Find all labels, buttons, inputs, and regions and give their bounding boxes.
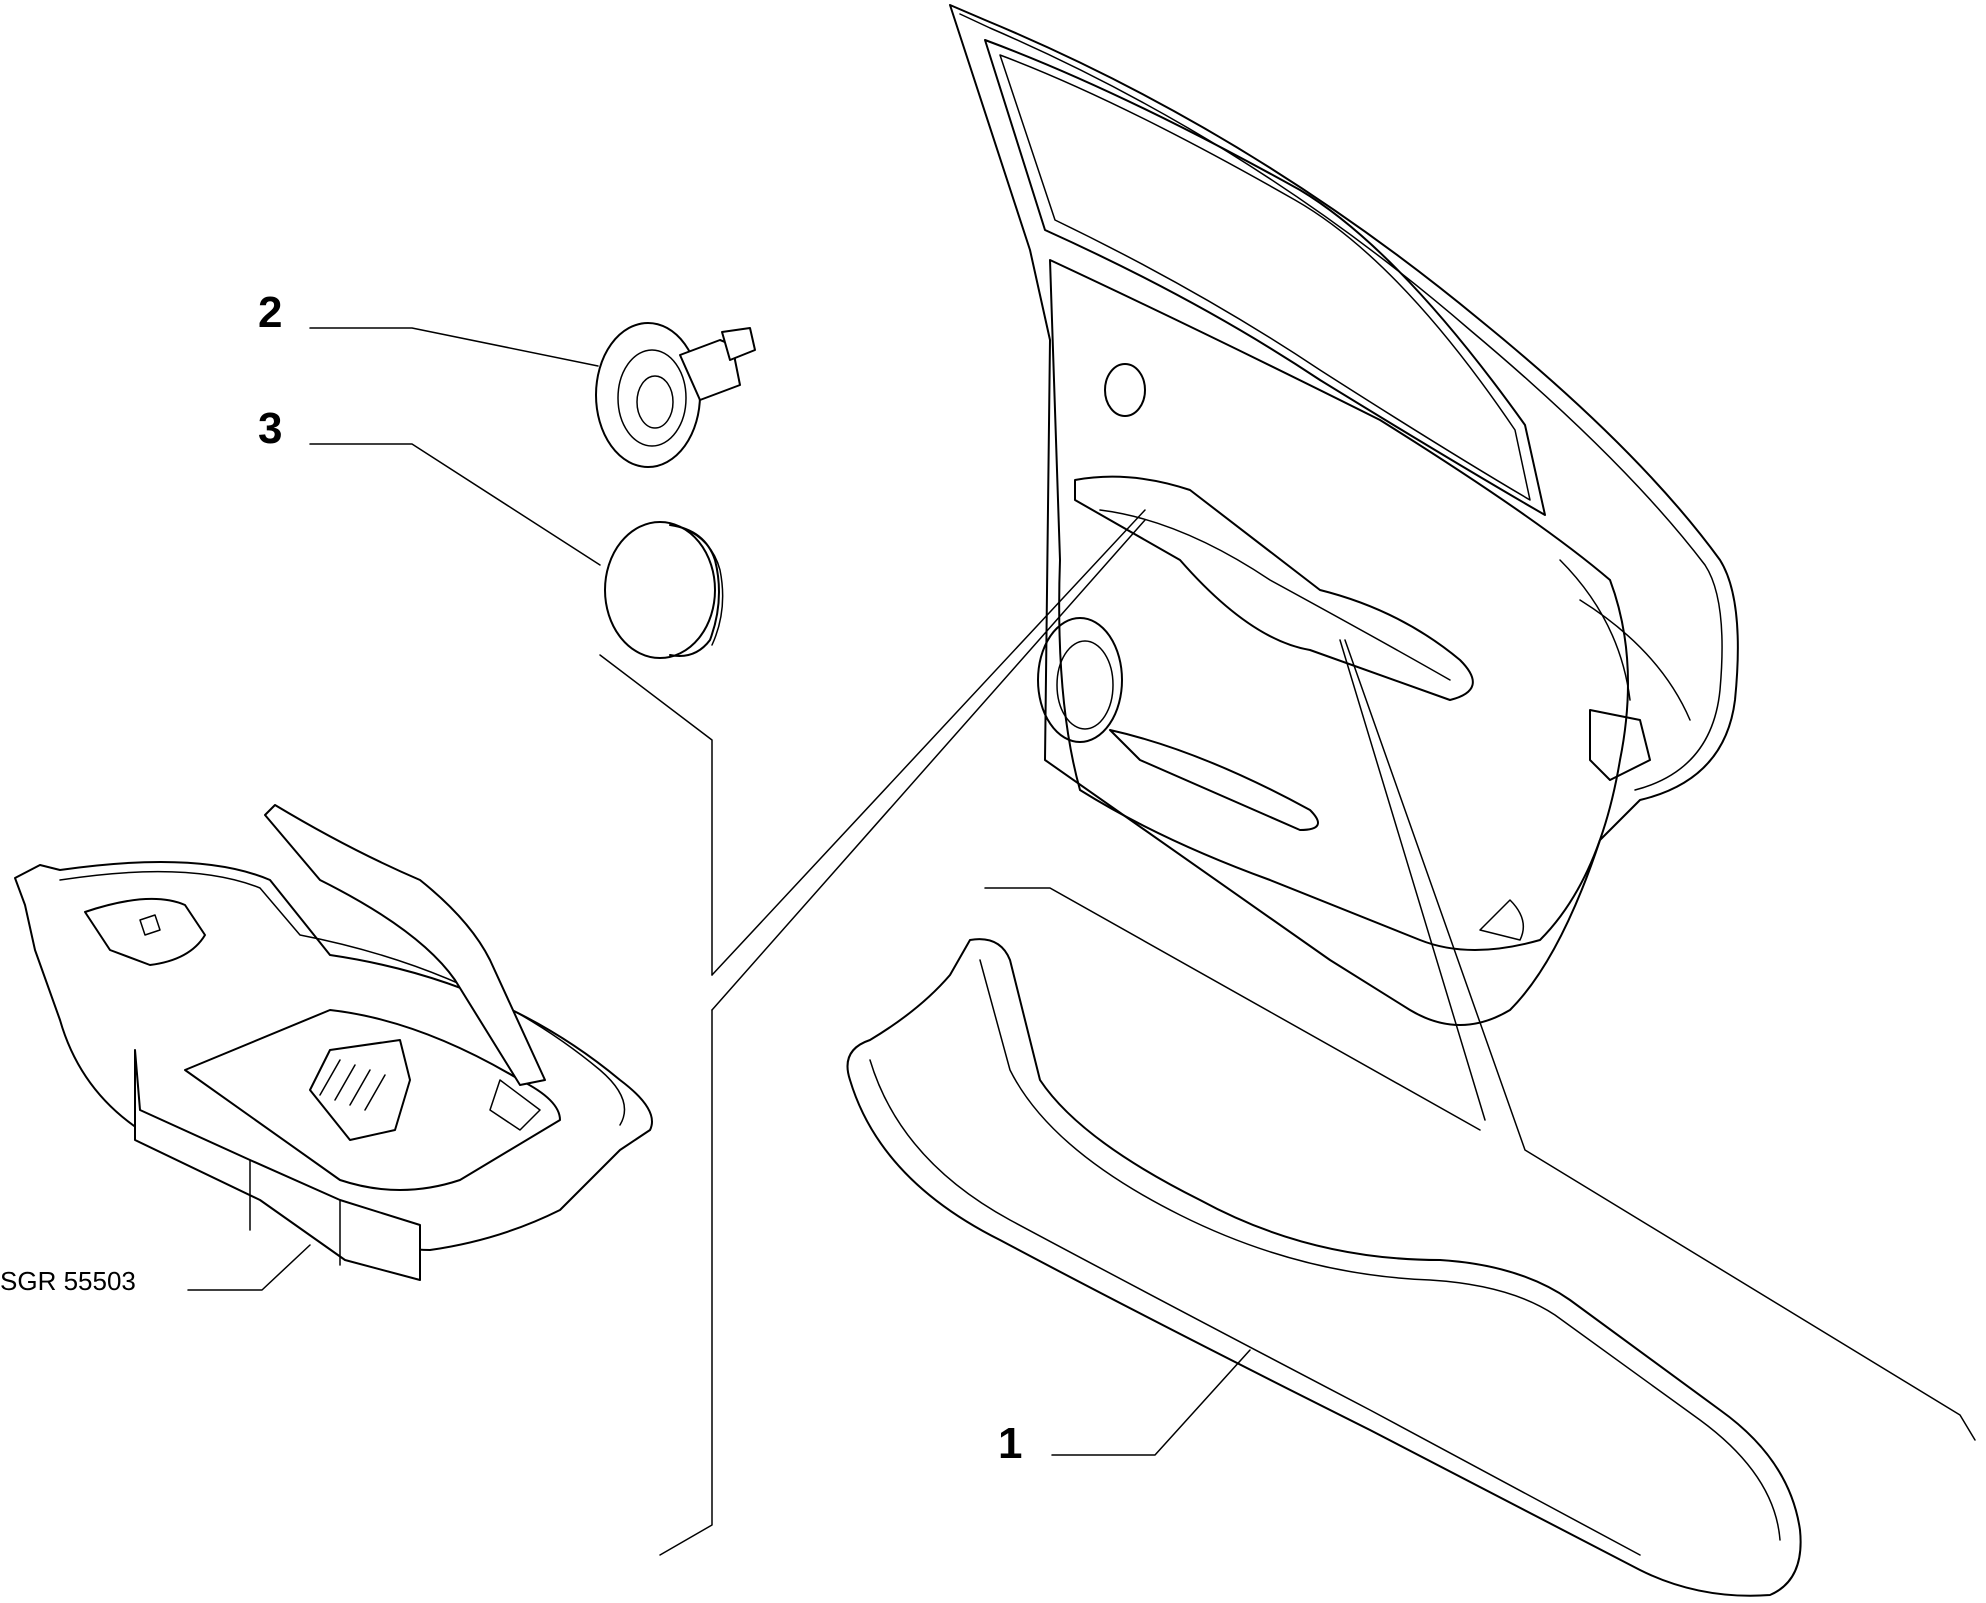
window-switch-panel [14, 804, 653, 1281]
callout-2: 2 [258, 288, 282, 337]
leader-line-1 [1051, 1349, 1251, 1456]
door-panel [949, 4, 1739, 1026]
leader-line-2 [309, 327, 599, 367]
push-clip-fastener [595, 322, 756, 468]
group-bracket [599, 509, 1976, 1556]
leader-line-3 [309, 443, 601, 566]
reference-code: SGR 55503 [0, 1266, 136, 1296]
callout-1: 1 [998, 1419, 1022, 1468]
callout-3: 3 [258, 404, 282, 453]
leader-lines [187, 327, 1251, 1456]
leader-line-ref [187, 1244, 311, 1291]
cap-plug [604, 521, 724, 659]
armrest-trim-strip [846, 938, 1802, 1597]
